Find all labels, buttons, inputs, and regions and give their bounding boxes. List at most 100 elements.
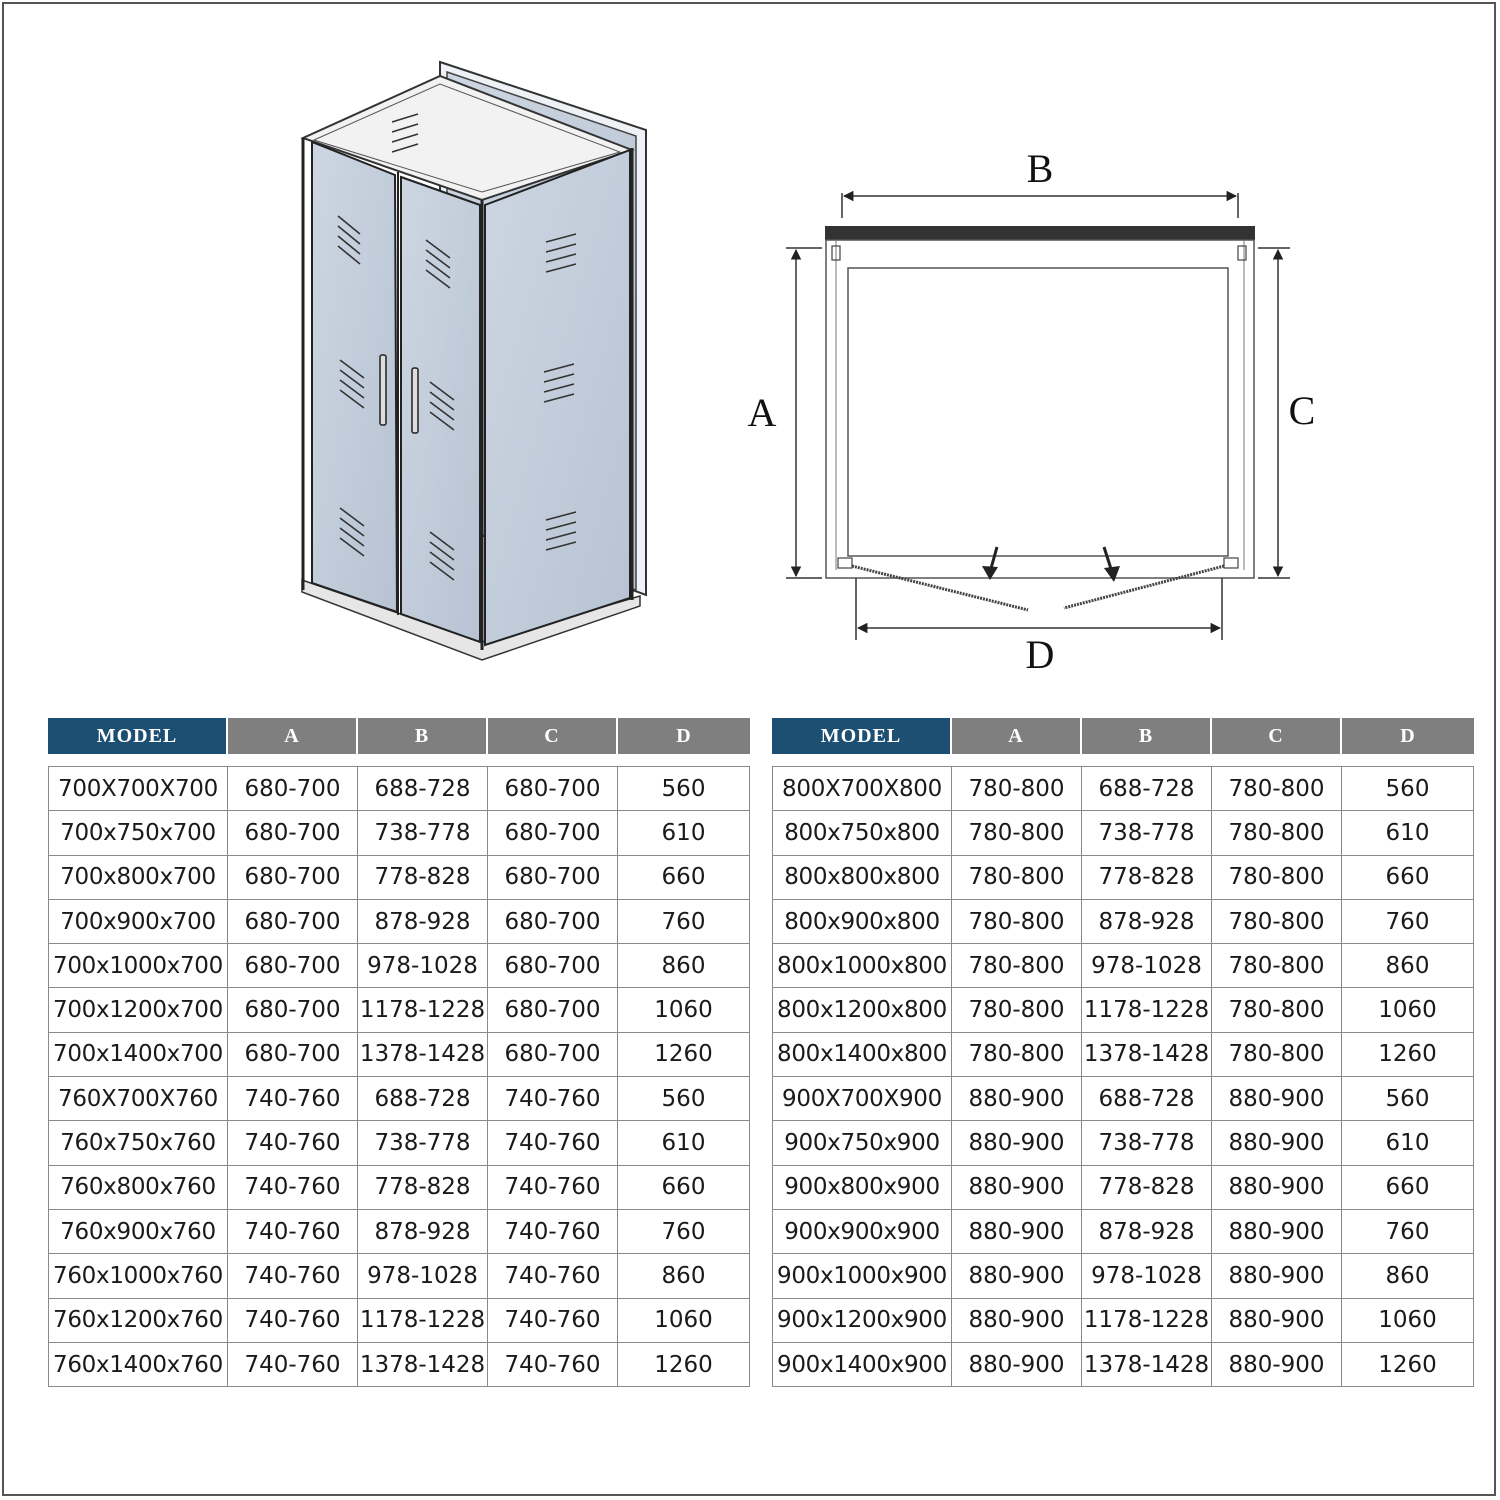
model-cell: 900x800x900 xyxy=(772,1165,952,1210)
header-b: B xyxy=(1082,718,1212,754)
b-cell: 1378-1428 xyxy=(358,1342,488,1388)
a-cell: 740-760 xyxy=(228,1209,358,1255)
b-cell: 738-778 xyxy=(1082,811,1212,856)
a-cell: 880-900 xyxy=(952,1121,1082,1166)
a-cell: 780-800 xyxy=(952,988,1082,1033)
model-cell: 800x800x800 xyxy=(772,855,952,900)
d-cell: 560 xyxy=(618,766,750,812)
model-cell: 900x900x900 xyxy=(772,1209,952,1255)
b-cell: 1178-1228 xyxy=(358,1298,488,1343)
enclosure-outline xyxy=(825,239,1255,579)
d-cell: 610 xyxy=(1342,811,1474,856)
a-cell: 880-900 xyxy=(952,1254,1082,1299)
a-cell: 680-700 xyxy=(228,1032,358,1078)
b-cell: 688-728 xyxy=(1082,1077,1212,1122)
header-a: A xyxy=(952,718,1082,754)
c-cell: 740-760 xyxy=(488,1121,618,1166)
a-cell: 880-900 xyxy=(952,1165,1082,1210)
d-cell: 860 xyxy=(1342,944,1474,989)
header-d: D xyxy=(1342,718,1474,754)
c-cell: 740-760 xyxy=(488,1298,618,1343)
header-c: C xyxy=(1212,718,1342,754)
b-cell: 1178-1228 xyxy=(358,988,488,1033)
d-cell: 560 xyxy=(618,1077,750,1122)
model-cell: 760X700X760 xyxy=(48,1077,228,1122)
a-cell: 780-800 xyxy=(952,811,1082,856)
c-cell: 780-800 xyxy=(1212,988,1342,1033)
model-cell: 800x1400x800 xyxy=(772,1032,952,1078)
c-cell: 780-800 xyxy=(1212,811,1342,856)
left-door-handle xyxy=(379,354,387,426)
b-cell: 778-828 xyxy=(358,1165,488,1210)
a-cell: 740-760 xyxy=(228,1121,358,1166)
c-cell: 740-760 xyxy=(488,1077,618,1122)
a-cell: 780-800 xyxy=(952,766,1082,812)
b-cell: 738-778 xyxy=(358,811,488,856)
d-cell: 1260 xyxy=(618,1032,750,1078)
c-cell: 880-900 xyxy=(1212,1121,1342,1166)
d-cell: 760 xyxy=(1342,899,1474,945)
d-cell: 1060 xyxy=(618,1298,750,1343)
model-cell: 700X700X700 xyxy=(48,766,228,812)
b-cell: 978-1028 xyxy=(1082,1254,1212,1299)
a-cell: 780-800 xyxy=(952,944,1082,989)
plan-view-diagram: B A C D xyxy=(748,146,1316,677)
d-cell: 660 xyxy=(618,855,750,900)
d-cell: 860 xyxy=(1342,1254,1474,1299)
c-cell: 680-700 xyxy=(488,1032,618,1078)
c-cell: 880-900 xyxy=(1212,1077,1342,1122)
label-b: B xyxy=(1027,146,1054,191)
header-b: B xyxy=(358,718,488,754)
c-cell: 680-700 xyxy=(488,988,618,1033)
b-cell: 1378-1428 xyxy=(1082,1342,1212,1388)
b-cell: 778-828 xyxy=(358,855,488,900)
model-cell: 760x1400x760 xyxy=(48,1342,228,1388)
b-cell: 688-728 xyxy=(358,1077,488,1122)
b-cell: 878-928 xyxy=(358,899,488,945)
model-cell: 800x900x800 xyxy=(772,899,952,945)
a-cell: 680-700 xyxy=(228,811,358,856)
c-cell: 740-760 xyxy=(488,1209,618,1255)
c-cell: 880-900 xyxy=(1212,1165,1342,1210)
shower-enclosure-illustration xyxy=(300,60,647,661)
d-cell: 860 xyxy=(618,944,750,989)
b-cell: 878-928 xyxy=(358,1209,488,1255)
model-cell: 700x1400x700 xyxy=(48,1032,228,1078)
c-cell: 740-760 xyxy=(488,1342,618,1388)
right-door-handle xyxy=(411,367,419,434)
b-cell: 688-728 xyxy=(358,766,488,812)
a-cell: 680-700 xyxy=(228,988,358,1033)
b-cell: 1378-1428 xyxy=(1082,1032,1212,1078)
model-cell: 900x1400x900 xyxy=(772,1342,952,1388)
model-cell: 760x1200x760 xyxy=(48,1298,228,1343)
c-cell: 880-900 xyxy=(1212,1209,1342,1255)
left-door-swing xyxy=(851,564,1029,612)
model-cell: 700x1000x700 xyxy=(48,944,228,989)
a-cell: 740-760 xyxy=(228,1342,358,1388)
a-cell: 780-800 xyxy=(952,1032,1082,1078)
model-cell: 900X700X900 xyxy=(772,1077,952,1122)
a-cell: 740-760 xyxy=(228,1077,358,1122)
b-cell: 978-1028 xyxy=(358,1254,488,1299)
b-cell: 878-928 xyxy=(1082,899,1212,945)
d-cell: 1060 xyxy=(618,988,750,1033)
d-cell: 1260 xyxy=(1342,1032,1474,1078)
d-cell: 660 xyxy=(1342,855,1474,900)
model-cell: 900x1000x900 xyxy=(772,1254,952,1299)
header-d: D xyxy=(618,718,750,754)
